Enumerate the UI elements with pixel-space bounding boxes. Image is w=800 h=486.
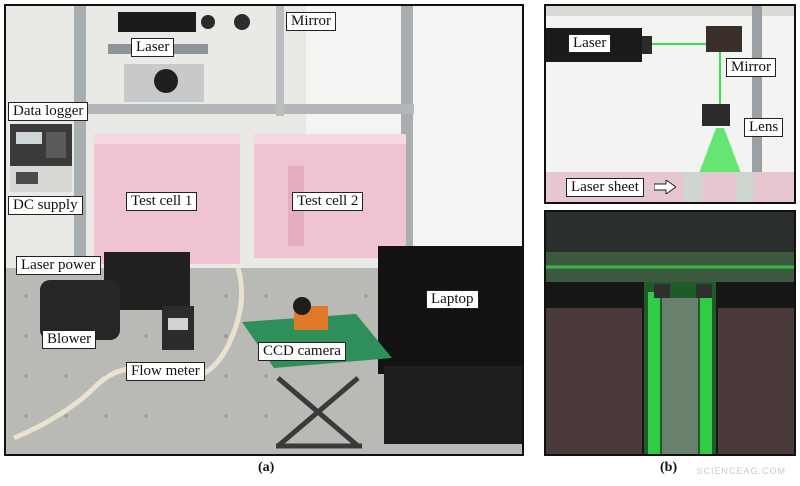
photo-panel-b-bottom [544,210,796,456]
photo-panel-b-top: Laser Mirror Lens Laser sheet [544,4,796,204]
label-laptop: Laptop [426,290,479,309]
laptop-screen [378,246,522,374]
label-laser-b: Laser [568,34,612,53]
optics-photo [546,6,794,202]
label-ccd-camera: CCD camera [258,342,346,361]
label-lens: Lens [744,118,784,137]
label-test-cell-1: Test cell 1 [126,192,198,211]
frame-post-left [74,6,86,266]
frame-post-b [752,6,762,202]
caption-b: (b) [660,460,678,475]
arrow-icon [654,180,676,194]
lab-setup-photo [6,6,522,454]
lens-mount [702,104,730,126]
label-test-cell-2: Test cell 2 [292,192,364,211]
laptop-keyboard [384,366,522,444]
label-blower: Blower [42,330,97,349]
caption-a: (a) [258,460,275,475]
mirror-mount-b [706,26,742,52]
label-dc-supply: DC supply [8,196,83,215]
label-data-logger: Data logger [8,102,89,121]
label-mirror-b: Mirror [726,58,776,77]
watermark: SCIENCEAG.COM [696,466,786,476]
photo-panel-a: Laser Mirror Data logger DC supply Test … [4,4,524,456]
label-laser-sheet: Laser sheet [566,178,644,197]
laser-device [118,12,196,32]
label-laser-a: Laser [131,38,175,57]
label-mirror-a: Mirror [286,12,336,31]
laser-sheet-photo [546,212,794,454]
label-laser-power: Laser power [16,256,101,275]
scissor-jack [276,376,362,449]
label-flow-meter: Flow meter [126,362,205,381]
laser-sheet-fan [698,128,742,176]
blower-device [40,280,120,340]
mirror-mount [234,14,250,30]
